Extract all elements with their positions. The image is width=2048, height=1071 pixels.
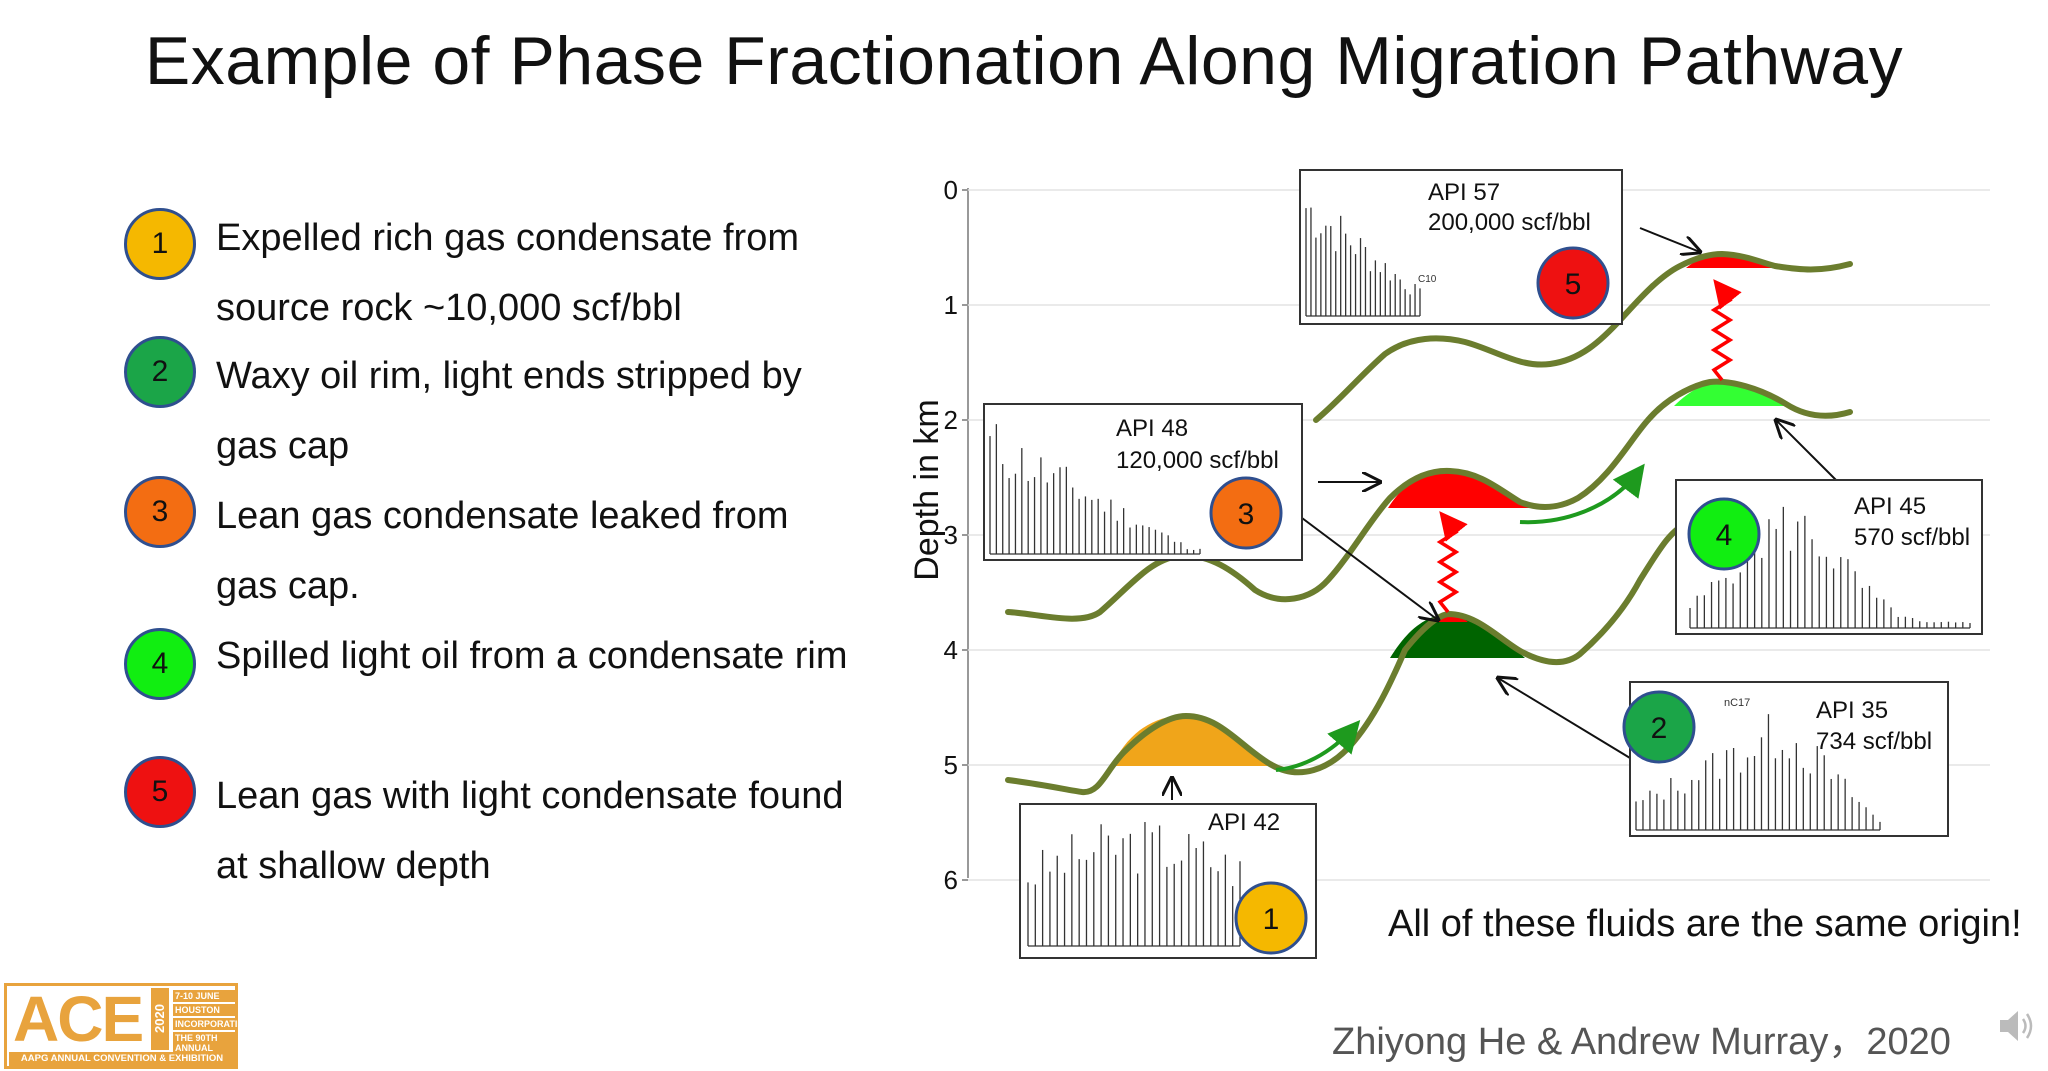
speaker-icon[interactable]	[1996, 1006, 2036, 1046]
card-2-api: API 35	[1816, 697, 1888, 724]
legend-3-line2: gas cap.	[216, 565, 360, 607]
same-origin-note: All of these fluids are the same origin!	[1388, 903, 2022, 945]
logo-ace: ACE	[13, 983, 144, 1055]
logo-year: 2020	[151, 988, 169, 1050]
slide-title: Example of Phase Fractionation Along Mig…	[144, 23, 1904, 99]
card-5-gor: 200,000 scf/bbl	[1428, 209, 1591, 236]
axis-label: Depth in km	[908, 399, 946, 580]
axis-tick-label: 2	[944, 405, 958, 435]
logo-city: HOUSTON	[173, 1004, 235, 1016]
axis-tick-label: 4	[944, 635, 958, 665]
card-5-peak-label: C10	[1418, 274, 1437, 285]
axis-ticks: 0 1 2 3 4 5 6	[944, 175, 968, 895]
pointer-5	[1639, 227, 1700, 252]
credit-line: Zhiyong He & Andrew Murray，2020	[1332, 1021, 1951, 1063]
badge-2: 2	[124, 336, 196, 408]
badge-5: 5	[124, 756, 196, 828]
card-4-badge-label: 4	[1716, 519, 1733, 552]
legend-3-line1: Lean gas condensate leaked from	[216, 495, 789, 537]
leak-arrow-upper	[1710, 279, 1742, 382]
card-4-gor: 570 scf/bbl	[1854, 524, 1970, 551]
legend-5-line1: Lean gas with light condensate found	[216, 775, 844, 817]
leakage-arrows	[1436, 279, 1742, 614]
horizon-upper	[1313, 250, 1853, 423]
card-4-peaks	[1689, 506, 1971, 629]
pointer-2	[1498, 678, 1631, 759]
pointer-3b	[1297, 514, 1438, 620]
logo-incorporating: INCORPORATING	[173, 1018, 251, 1030]
chromatogram-card-3: API 48 120,000 scf/bbl 3	[983, 403, 1303, 561]
migration-arrows	[1275, 463, 1645, 772]
chromatogram-card-5: C10 API 57 200,000 scf/bbl 5	[1299, 169, 1623, 325]
leak-arrow-lower	[1436, 511, 1468, 614]
legend-1-line1: Expelled rich gas condensate from	[216, 217, 799, 259]
light-oil-trap	[1674, 382, 1786, 406]
ace-2020-logo: ACE 2020 7-10 JUNE HOUSTON INCORPORATING…	[4, 983, 251, 1069]
card-5-peaks	[1305, 207, 1421, 317]
card-2-peaks	[1635, 714, 1881, 831]
card-2-badge-label: 2	[1651, 712, 1668, 745]
chromatogram-card-2: nC17 API 35 734 scf/bbl 2	[1622, 681, 1949, 837]
legend-1-line2: source rock ~10,000 scf/bbl	[216, 287, 682, 329]
card-1-badge	[1234, 881, 1308, 955]
card-3-api: API 48	[1116, 415, 1188, 442]
badge-4: 4	[124, 628, 196, 700]
card-3-badge	[1209, 476, 1283, 550]
card-1-api: API 42	[1208, 809, 1280, 836]
badge-3: 3	[124, 476, 196, 548]
card-2-gor: 734 scf/bbl	[1816, 728, 1932, 755]
gas-cap-trap	[1388, 470, 1530, 508]
oil-rim-trap	[1390, 614, 1525, 658]
legend-2-line2: gas cap	[216, 425, 350, 467]
legend-2-line1: Waxy oil rim, light ends stripped by	[216, 355, 802, 397]
badge-1: 1	[124, 208, 196, 280]
card-2-peak-label: nC17	[1724, 697, 1750, 709]
axis-tick-label: 0	[944, 175, 958, 205]
card-5-api: API 57	[1428, 179, 1500, 206]
axis-tick-label: 1	[944, 290, 958, 320]
axis-tick-label: 6	[944, 865, 958, 895]
axis-tick-label: 3	[944, 520, 958, 550]
logo-bottom: AAPG ANNUAL CONVENTION & EXHIBITION	[9, 1052, 235, 1066]
card-3-peaks	[989, 424, 1201, 555]
card-3-badge-label: 3	[1238, 498, 1255, 531]
card-4-badge	[1687, 497, 1761, 571]
legend-4-line1: Spilled light oil from a condensate rim	[216, 635, 848, 677]
card-5-badge-label: 5	[1565, 268, 1582, 301]
pointer-4	[1776, 420, 1837, 481]
chromatogram-card-1: API 42 1	[1019, 803, 1317, 959]
card-5-badge	[1536, 246, 1610, 320]
axis-tick-label: 5	[944, 750, 958, 780]
pointer-arrows	[1172, 227, 1837, 800]
card-1-badge-label: 1	[1263, 903, 1280, 936]
logo-dates: 7-10 JUNE	[173, 990, 235, 1002]
migration-arrow-1	[1275, 719, 1361, 772]
migration-arrow-2	[1519, 463, 1645, 525]
chromatogram-card-4: API 45 570 scf/bbl 4	[1675, 479, 1983, 635]
card-4-api: API 45	[1854, 493, 1926, 520]
horizon-lower	[1005, 519, 1693, 796]
legend-5-line2: at shallow depth	[216, 845, 491, 887]
card-3-gor: 120,000 scf/bbl	[1116, 447, 1279, 474]
card-2-badge	[1622, 690, 1696, 764]
card-1-peaks	[1027, 822, 1241, 947]
